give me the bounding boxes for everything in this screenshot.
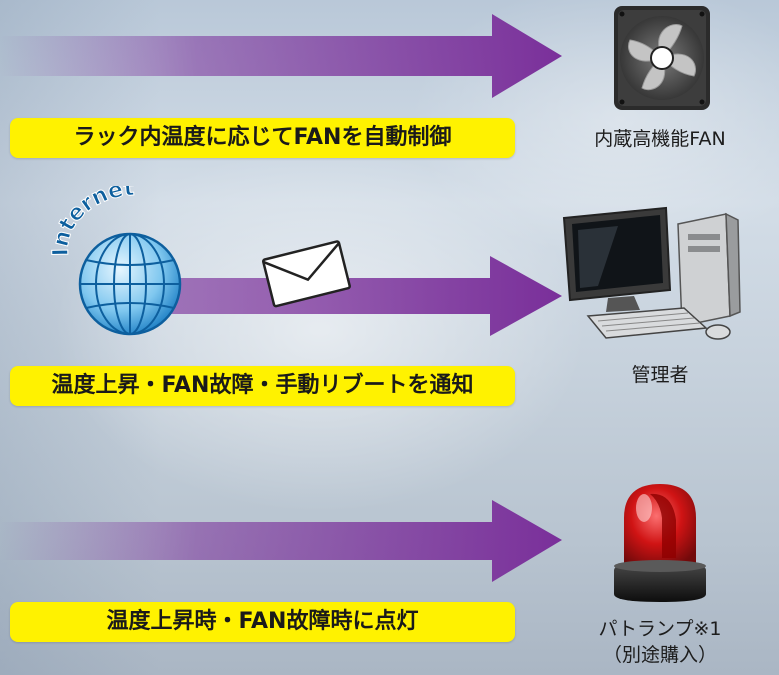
arrow-row-2 [150, 256, 562, 336]
caption-admin: 管理者 [631, 364, 689, 386]
arrow-row-1 [0, 14, 562, 98]
envelope-icon [262, 240, 351, 308]
label-row-2: 温度上昇・FAN故障・手動リブートを通知 [10, 366, 515, 406]
fan-icon [614, 6, 710, 110]
computer-icon [562, 206, 741, 340]
arrow-row-3 [0, 500, 562, 582]
patrol-lamp-icon [614, 484, 706, 602]
caption-lamp-1: パトランプ※1 [598, 618, 722, 640]
globe-icon: Internet [48, 186, 182, 336]
label-row-1: ラック内温度に応じてFANを自動制御 [10, 118, 515, 158]
caption-lamp-2: （別途購入） [602, 644, 717, 666]
label-row-3: 温度上昇時・FAN故障時に点灯 [10, 602, 515, 642]
caption-fan: 内蔵高機能FAN [594, 128, 726, 150]
